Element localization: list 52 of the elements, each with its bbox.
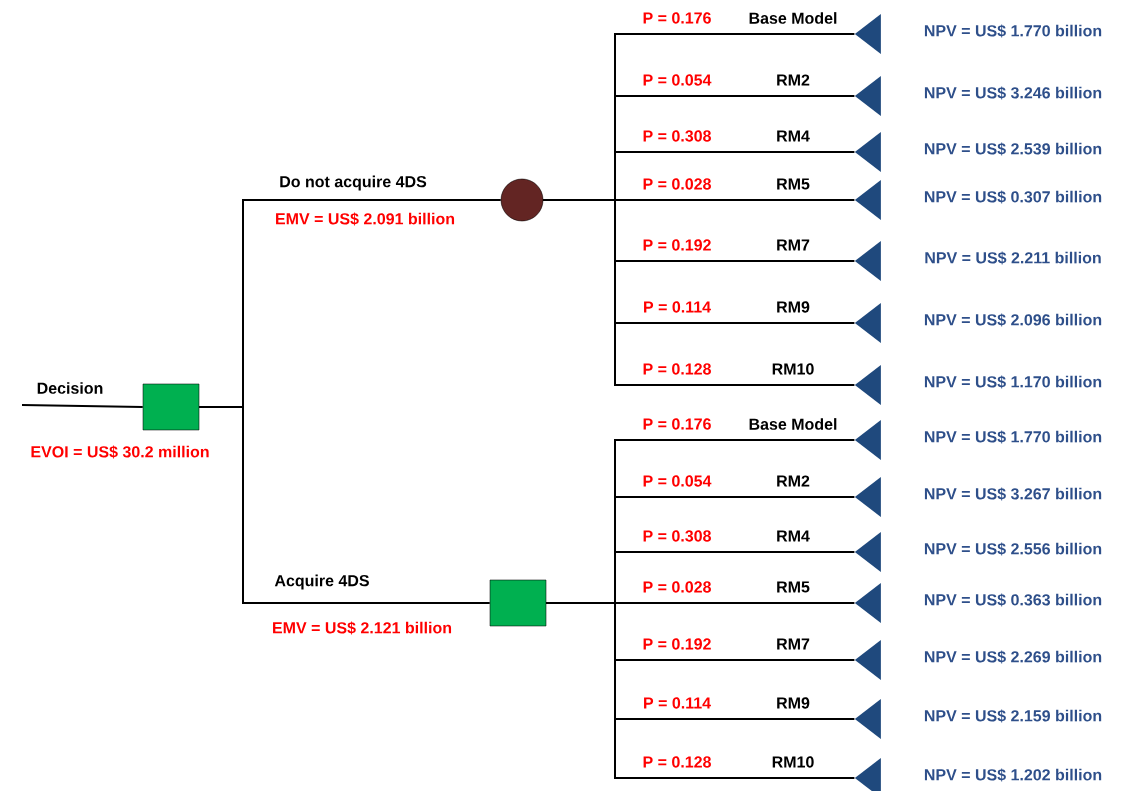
value-label: NPV = US$ 2.556 billion <box>924 542 1102 556</box>
branch-label: Do not acquire 4DS <box>280 175 427 191</box>
value-label: NPV = US$ 1.170 billion <box>924 375 1102 389</box>
probability-label: P = 0.114 <box>644 301 711 313</box>
branch-line <box>542 199 856 386</box>
probability-label: P = 0.308 <box>643 130 711 142</box>
probability-label: P = 0.028 <box>643 178 711 190</box>
probability-label: P = 0.192 <box>643 638 711 650</box>
branch-label: RM4 <box>777 130 810 142</box>
branch-label: RM4 <box>777 530 810 542</box>
value-label: NPV = US$ 0.363 billion <box>924 593 1102 607</box>
value-label: NPV = US$ 0.307 billion <box>924 190 1102 204</box>
probability-label: P = 0.114 <box>644 697 711 709</box>
branch-label: Base Model <box>749 12 837 24</box>
probability-label: P = 0.054 <box>643 74 712 86</box>
branch-label: Decision <box>37 382 103 394</box>
branch-label: RM5 <box>777 178 810 190</box>
value-label: NPV = US$ 2.096 billion <box>924 313 1102 327</box>
branch-label: RM7 <box>777 239 810 251</box>
branch-line <box>545 602 856 779</box>
value-label: NPV = US$ 2.211 billion <box>925 251 1101 265</box>
value-label: NPV = US$ 2.159 billion <box>924 709 1102 723</box>
value-label: NPV = US$ 1.770 billion <box>924 24 1102 38</box>
value-label: NPV = US$ 1.770 billion <box>924 430 1102 444</box>
value-label: NPV = US$ 2.269 billion <box>924 650 1102 664</box>
probability-label: P = 0.176 <box>643 418 711 430</box>
value-label: EMV = US$ 2.121 billion <box>273 621 452 635</box>
branch-label: RM5 <box>777 581 810 593</box>
branch-label: Base Model <box>749 418 837 430</box>
probability-label: P = 0.054 <box>643 475 712 487</box>
branch-label: Acquire 4DS <box>274 574 369 590</box>
branch-label: RM2 <box>777 74 810 86</box>
branch-line <box>198 406 491 604</box>
value-label: EMV = US$ 2.091 billion <box>276 212 455 226</box>
branch-line <box>21 404 144 408</box>
probability-label: P = 0.128 <box>643 756 711 768</box>
value-label: NPV = US$ 2.539 billion <box>924 142 1102 156</box>
branch-label: RM10 <box>772 756 814 768</box>
branch-label: RM7 <box>777 638 810 650</box>
probability-label: P = 0.176 <box>643 12 711 24</box>
probability-label: P = 0.192 <box>643 239 711 251</box>
branch-label: RM9 <box>777 697 810 709</box>
value-label: NPV = US$ 3.267 billion <box>924 487 1102 501</box>
branch-label: RM9 <box>777 301 810 313</box>
probability-label: P = 0.028 <box>643 581 711 593</box>
value-label: EVOI = US$ 30.2 million <box>31 445 209 459</box>
probability-label: P = 0.308 <box>643 530 711 542</box>
branch-label: RM2 <box>777 475 810 487</box>
value-label: NPV = US$ 3.246 billion <box>924 86 1102 100</box>
value-label: NPV = US$ 1.202 billion <box>924 768 1102 782</box>
branch-label: RM10 <box>772 363 814 375</box>
probability-label: P = 0.128 <box>643 363 711 375</box>
